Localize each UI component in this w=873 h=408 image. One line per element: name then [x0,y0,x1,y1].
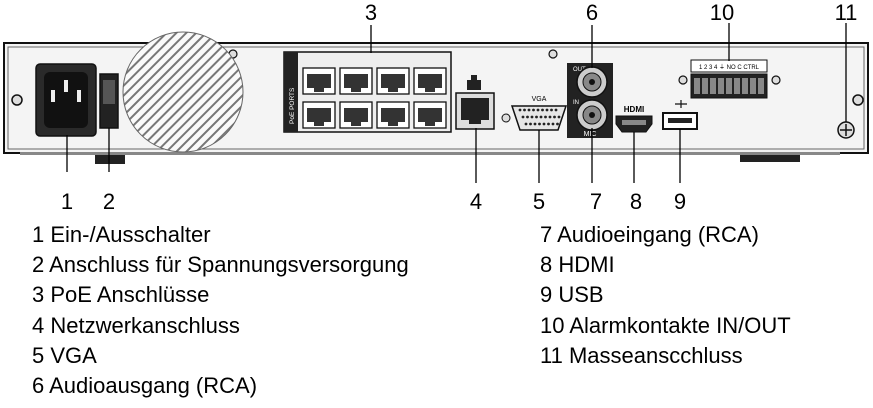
callout-7: 7 [590,189,602,214]
vga-pin [526,115,529,119]
callout-10: 10 [710,0,734,25]
poe-port-icon [339,67,373,95]
vga-pin [523,108,526,112]
legend-item: 3 PoE Anschlüsse [32,282,210,308]
legend-item: 11 Masseanscchluss [540,342,743,368]
callout-9: 9 [674,189,686,214]
audio-out-rca-icon [576,66,608,98]
alarm-terminal-block: 1 2 3 4 ⏚ NO C CTRL [690,59,768,99]
power-socket-icon [35,63,97,137]
vga-pin [554,108,558,112]
vga-pin [550,108,553,112]
legend-item: 7 Audioeingang (RCA) [540,222,759,247]
poe-port-icon [302,101,336,129]
vga-pin [541,108,544,112]
legend-item: 8 HDMI [540,252,615,278]
callout-11: 11 [835,0,858,25]
terminal-screw [694,78,700,94]
vga-pin [532,108,535,112]
power-switch-icon [99,73,119,129]
vga-pin [529,122,532,126]
terminal-screw [734,78,740,94]
terminal-screw [758,78,764,94]
screw-icon [548,49,558,59]
legend-item: 1 Ein-/Ausschalter [32,222,211,247]
vga-port-icon: VGA [501,96,577,131]
legend-item: 6 Audioausgang (RCA) [32,372,258,398]
hdmi-port-icon: HDMI [615,105,653,133]
ground-screw-icon [837,121,855,139]
poe-port-icon [302,67,336,95]
vga-pin [545,108,549,112]
callout-4: 4 [470,189,482,214]
alarm-terminal-label: 1 2 3 4 ⏚ NO C CTRL [699,64,760,71]
poe-port-icon [376,67,410,95]
poe-ports-label: PoE PORTS [289,87,296,124]
vga-pin [556,122,559,126]
terminal-screw [702,78,708,94]
audio-in-label: IN [573,100,579,106]
vga-pin [535,115,538,119]
vga-pin [557,115,561,119]
terminal-screw [710,78,716,94]
audio-rca-block: OUT IN MIC [567,63,613,138]
poe-port-icon [339,101,373,129]
legend-item: 4 Netzwerkanschluss [32,312,240,338]
legend-item: 9 USB [540,282,604,308]
vga-pin [524,122,528,126]
hdmi-label: HDMI [624,105,644,114]
vga-label: VGA [532,96,547,103]
legend-item: 2 Anschluss für Spannungsversorgung [32,252,409,278]
audio-mic-label: MIC [584,131,597,138]
screw-icon [771,75,781,85]
legend-left-column: 1 Ein-/Ausschalter 2 Anschluss für Spann… [32,220,409,401]
audio-in-rca-icon [576,99,608,131]
vga-pin [538,122,541,126]
vga-pin [527,108,531,112]
vga-pin [521,115,525,119]
legend-item: 5 VGA [32,342,97,368]
poe-port-icon [376,101,410,129]
vga-pin [536,108,540,112]
terminal-screw [718,78,724,94]
vga-pin [542,122,546,126]
callout-3: 3 [365,0,377,25]
vga-pin [518,108,522,112]
legend-right-column: 7 Audioeingang (RCA) 8 HDMI 9 USB 10 Ala… [540,220,791,371]
screw-icon [678,75,688,85]
fan-icon [122,31,244,153]
legend-item: 10 Alarmkontakte IN/OUT [540,312,791,338]
vga-pin [547,122,550,126]
callout-1: 1 [61,189,73,214]
vga-pin [533,122,537,126]
callout-numbers: 1 2 3 4 5 6 7 8 9 10 11 [61,0,858,214]
rear-panel-diagram: PoE PORTS VGA OUT IN MIC [3,0,869,214]
terminal-screw [742,78,748,94]
terminal-screw [726,78,732,94]
audio-out-label: OUT [573,67,586,73]
poe-port-icon [413,67,447,95]
callout-5: 5 [533,189,545,214]
network-port-icon [455,75,495,130]
screw-icon [852,94,864,106]
callout-6: 6 [586,0,598,25]
vga-pin [553,115,556,119]
terminal-screw [750,78,756,94]
poe-port-icon [413,101,447,129]
callout-2: 2 [103,189,115,214]
poe-ports-block: PoE PORTS [283,51,452,133]
vga-pin [548,115,552,119]
vga-pin [539,115,543,119]
callout-8: 8 [630,189,642,214]
vga-pin [551,122,555,126]
leader-lines [66,23,847,183]
vga-pin [530,115,534,119]
vga-pin [544,115,547,119]
screw-icon [11,94,23,106]
